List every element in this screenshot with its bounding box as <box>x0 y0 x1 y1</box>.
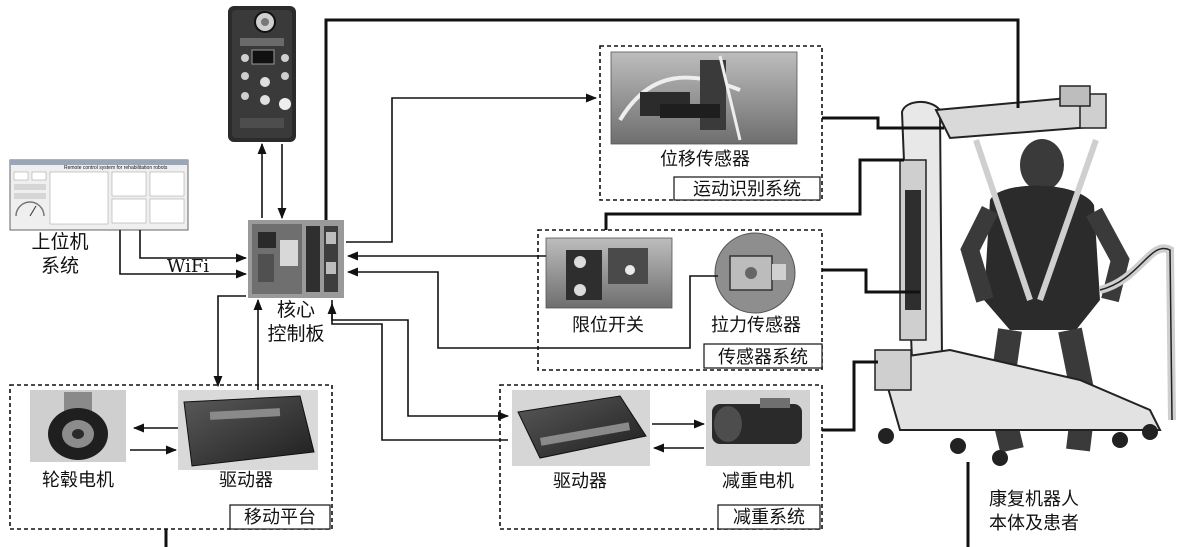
tension-sensor-label: 拉力传感器 <box>711 315 801 336</box>
weight-motor-image <box>706 390 810 466</box>
host-system-label-line1: 上位机 <box>31 231 88 253</box>
robot-label-line1: 康复机器人 <box>989 489 1079 510</box>
weight-motor-label: 减重电机 <box>722 471 794 492</box>
weight-reduction-system-label: 减重系统 <box>733 507 805 528</box>
mobile-driver-image <box>178 390 318 470</box>
wheel-motor-image <box>30 390 126 462</box>
weight-driver-image <box>512 390 650 466</box>
rehabilitation-robot-image <box>875 86 1172 466</box>
motion-recognition-system-label: 运动识别系统 <box>693 179 801 200</box>
mobile-platform-label: 移动平台 <box>244 507 316 528</box>
tension-sensor-image <box>715 233 795 313</box>
robot-label-line2: 本体及患者 <box>989 513 1079 534</box>
host-computer-screenshot: Remote control system for rehabilitation… <box>10 160 188 230</box>
core-control-board-image <box>248 220 344 298</box>
wifi-label: WiFi <box>167 256 209 277</box>
remote-controller-image <box>228 6 296 142</box>
sensor-system-label: 传感器系统 <box>718 347 808 368</box>
core-board-label-line2: 控制板 <box>267 323 324 345</box>
core-board-label-line1: 核心 <box>277 299 315 321</box>
displacement-sensor-label: 位移传感器 <box>660 149 750 170</box>
displacement-sensor-image <box>611 52 797 144</box>
host-system-label-line2: 系统 <box>41 255 79 277</box>
mobile-driver-label: 驱动器 <box>219 470 273 491</box>
weight-driver-label: 驱动器 <box>553 471 607 492</box>
limit-switch-image <box>546 238 672 308</box>
host-screen-title: Remote control system for rehabilitation… <box>64 165 168 171</box>
wheel-motor-label: 轮毂电机 <box>42 470 114 491</box>
limit-switch-label: 限位开关 <box>572 315 644 336</box>
